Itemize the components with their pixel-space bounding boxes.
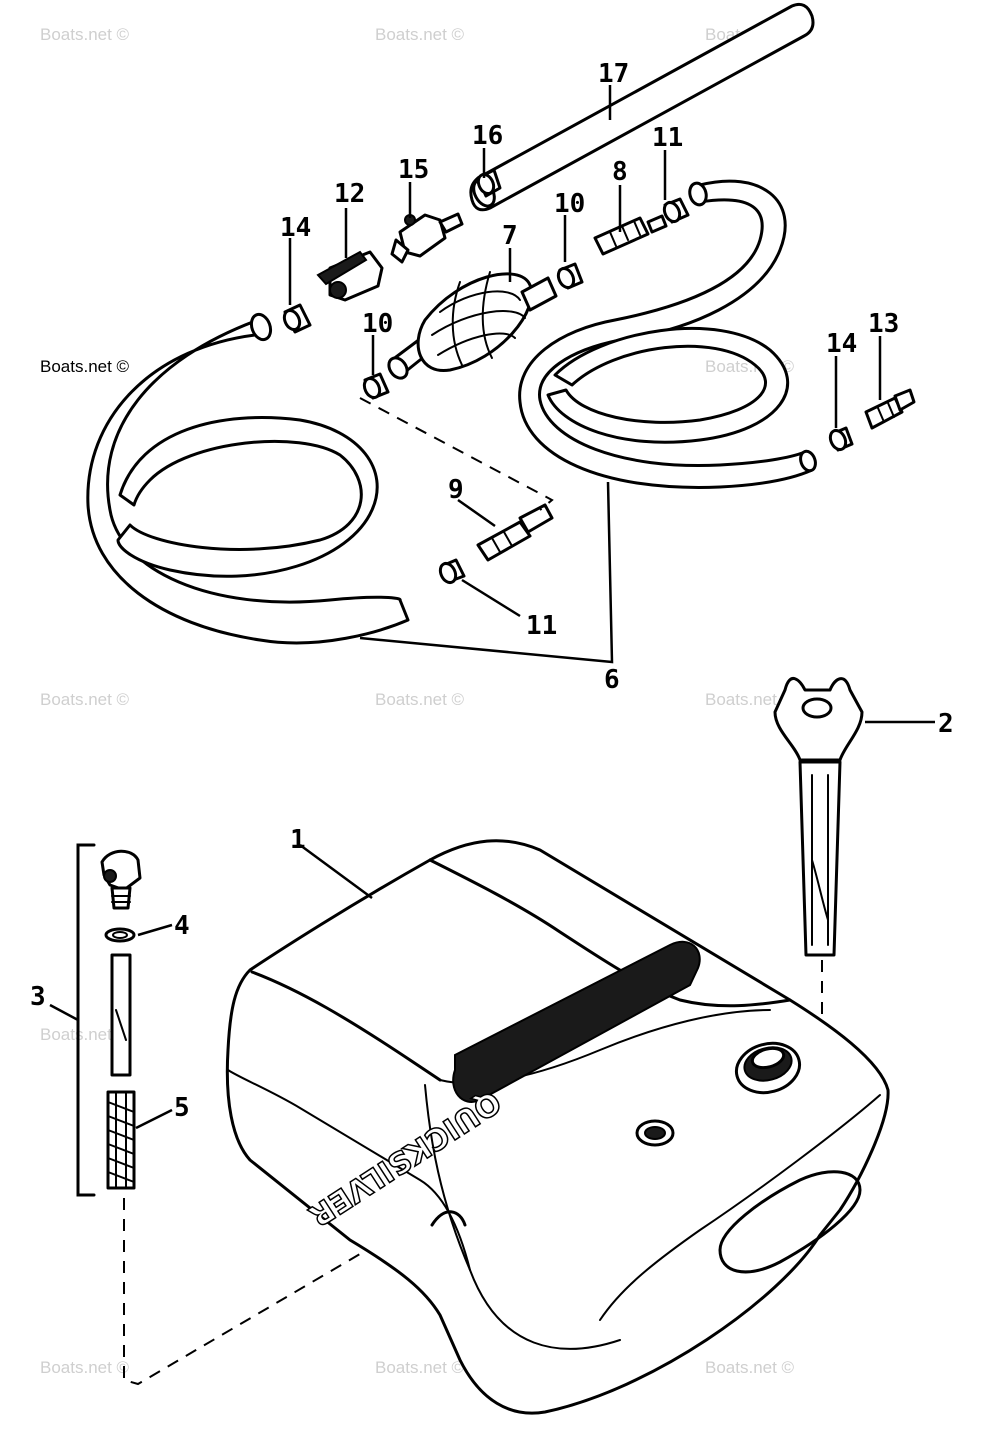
part-3-fuel-pickup-assembly <box>76 843 142 1197</box>
callout-2: 2 <box>938 709 954 739</box>
callout-14: 14 <box>826 329 857 359</box>
watermark: Boats.net © <box>375 1358 465 1377</box>
tank-pickup-port <box>635 1119 675 1147</box>
callout-13: 13 <box>868 309 899 339</box>
watermark: Boats.net © <box>40 25 130 44</box>
part-13-fitting <box>864 388 916 430</box>
part-5-fuel-filter <box>106 1090 136 1190</box>
callout-5: 5 <box>174 1093 190 1123</box>
callout-1: 1 <box>290 825 306 855</box>
watermark: Boats.net © <box>40 1358 130 1377</box>
watermark-dark: Boats.net © <box>40 357 130 376</box>
part-15-fuel-connector <box>390 212 464 264</box>
callout-6: 6 <box>604 665 620 695</box>
callout-16: 16 <box>472 121 503 151</box>
assembly-line-upper <box>359 397 554 511</box>
part-11-hose-clamp-lower <box>438 558 466 585</box>
callout-17: 17 <box>598 59 629 89</box>
callout-3: 3 <box>30 982 46 1012</box>
part-8-hose-fitting <box>593 214 668 256</box>
callout-labels: 14 12 15 16 17 8 11 10 7 10 14 13 9 11 6… <box>30 59 954 1123</box>
part-6-fuel-hose-left-coil <box>86 312 410 645</box>
part-12-fuel-connector <box>316 250 384 302</box>
callout-14: 14 <box>280 213 311 243</box>
watermark: Boats.net © <box>705 1358 795 1377</box>
callout-12: 12 <box>334 179 365 209</box>
callout-9: 9 <box>448 475 464 505</box>
callout-15: 15 <box>398 155 429 185</box>
leader-lines <box>49 85 935 1130</box>
callout-8: 8 <box>612 157 628 187</box>
part-1-fuel-tank: QUICKSILVER <box>225 839 890 1415</box>
watermark: Boats.net © <box>375 25 465 44</box>
watermark: Boats.net © <box>40 690 130 709</box>
part-4-o-ring <box>104 927 136 943</box>
callout-7: 7 <box>502 221 518 251</box>
part-3-pickup-tube <box>110 953 132 1077</box>
watermark: Boats.net © <box>705 690 795 709</box>
tank-filler-cap <box>734 1041 802 1095</box>
part-9-hose-fitting <box>476 503 554 562</box>
callout-11: 11 <box>526 611 557 641</box>
callout-10: 10 <box>362 309 393 339</box>
part-2-fuel-gauge <box>773 677 864 957</box>
callout-11: 11 <box>652 123 683 153</box>
part-6-fuel-hose-right-coil <box>518 179 817 489</box>
part-14-hose-clamp-left <box>282 303 312 334</box>
part-11-hose-clamp-upper <box>662 197 690 224</box>
callout-10: 10 <box>554 189 585 219</box>
watermark: Boats.net © <box>40 1025 130 1044</box>
part-10-hose-clamp-lower <box>362 372 390 400</box>
watermark: Boats.net © <box>375 690 465 709</box>
part-14-hose-clamp-right <box>828 426 854 452</box>
part-17-vent-hose <box>469 2 815 212</box>
part-10-hose-clamp-upper <box>556 262 584 290</box>
callout-4: 4 <box>174 911 190 941</box>
part-7-primer-bulb <box>387 271 558 380</box>
